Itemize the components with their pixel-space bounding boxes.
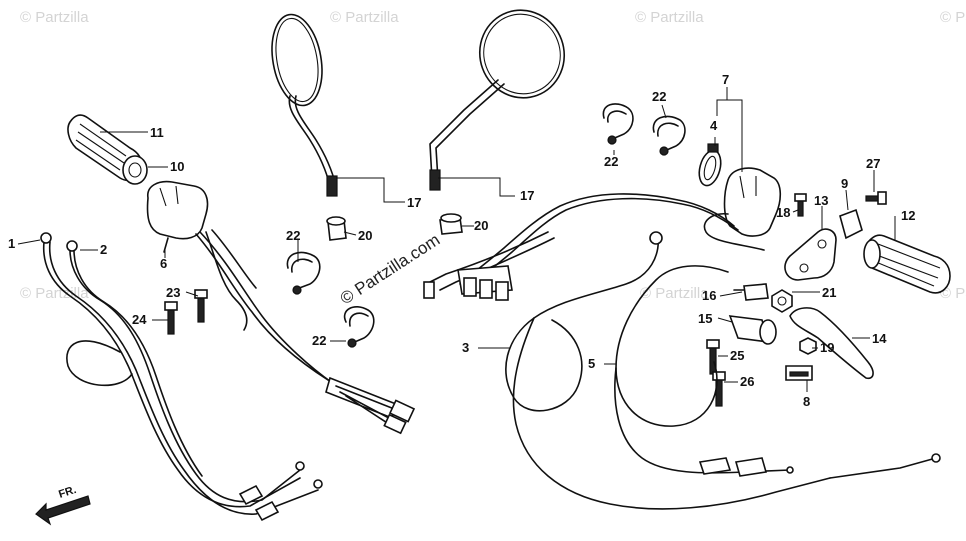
callout-4: 4 xyxy=(710,118,718,133)
callout-7: 7 xyxy=(722,72,729,87)
callout-18: 18 xyxy=(776,205,790,220)
left-switch-housing[interactable] xyxy=(146,180,209,253)
screw-25[interactable] xyxy=(706,339,720,375)
left-wiring-harness xyxy=(195,229,416,435)
callout-5: 5 xyxy=(588,356,595,371)
callout-17-right: 17 xyxy=(520,188,534,203)
watermark-text: © Partzilla xyxy=(940,285,966,302)
pivot-bolt-8[interactable] xyxy=(785,365,813,381)
callout-20-left: 20 xyxy=(358,228,372,243)
watermark-layer: © Partzilla © Partzilla © Partzilla © Pa… xyxy=(20,9,966,302)
brake-lever[interactable] xyxy=(789,307,874,380)
callout-21: 21 xyxy=(822,285,836,300)
screw-26[interactable] xyxy=(712,371,726,407)
right-mirror[interactable] xyxy=(429,0,577,191)
throttle-cables xyxy=(40,232,323,522)
callout-6: 6 xyxy=(160,256,167,271)
left-mirror[interactable] xyxy=(265,11,338,197)
cable-clamp-22d[interactable] xyxy=(652,115,686,156)
watermark-text: © Partzilla xyxy=(640,285,709,302)
leader-lines xyxy=(17,87,896,392)
switch-15[interactable] xyxy=(728,315,777,345)
callout-19: 19 xyxy=(820,340,834,355)
callout-11: 11 xyxy=(150,125,164,140)
callout-23: 23 xyxy=(166,285,180,300)
callout-25: 25 xyxy=(730,348,744,363)
switch-part-9[interactable] xyxy=(839,208,863,240)
callout-13: 13 xyxy=(814,193,828,208)
callout-2: 2 xyxy=(100,242,107,257)
screw-24[interactable] xyxy=(164,301,178,335)
lever-bracket[interactable] xyxy=(784,228,837,281)
nut-19[interactable] xyxy=(799,337,817,355)
callout-27: 27 xyxy=(866,156,880,171)
callout-12: 12 xyxy=(901,208,915,223)
callout-9: 9 xyxy=(841,176,848,191)
watermark-text: © Partzilla xyxy=(20,9,89,26)
watermark-text: © Partzilla xyxy=(330,9,399,26)
callout-10: 10 xyxy=(170,159,184,174)
callout-24: 24 xyxy=(132,312,147,327)
cable-clamp-22c[interactable] xyxy=(602,103,634,145)
callout-15: 15 xyxy=(698,311,712,326)
nut-21[interactable] xyxy=(771,289,793,313)
callout-20-right: 20 xyxy=(474,218,488,233)
screw-23[interactable] xyxy=(194,289,208,323)
switch-ring-4[interactable] xyxy=(696,143,725,188)
callout-22-c: 22 xyxy=(604,154,618,169)
callout-17-left: 17 xyxy=(407,195,421,210)
watermark-text: © Partzilla xyxy=(20,285,89,302)
callout-22-b: 22 xyxy=(312,333,326,348)
cable-clamp-22b[interactable] xyxy=(343,306,375,348)
callout-26: 26 xyxy=(740,374,754,389)
callout-8: 8 xyxy=(803,394,810,409)
callout-22-d: 22 xyxy=(652,89,666,104)
callout-numbers: 1 2 3 4 5 6 7 8 9 10 11 12 13 14 15 16 1… xyxy=(8,72,915,409)
right-wiring-and-cables xyxy=(423,193,941,510)
callout-3: 3 xyxy=(462,340,469,355)
callout-22-a: 22 xyxy=(286,228,300,243)
mirror-adapter-20a[interactable] xyxy=(326,216,347,241)
cable-clamp-22a[interactable] xyxy=(286,251,321,295)
callout-1: 1 xyxy=(8,236,15,251)
direction-label: FR. xyxy=(57,484,78,501)
screw-27[interactable] xyxy=(865,191,887,205)
watermark-text: © Partzilla xyxy=(940,9,966,26)
callout-16: 16 xyxy=(702,288,716,303)
right-grip[interactable] xyxy=(863,234,951,294)
stop-switch-16[interactable] xyxy=(733,283,769,301)
front-direction-arrow: FR. xyxy=(35,484,91,526)
callout-14: 14 xyxy=(872,331,887,346)
right-switch-housing[interactable] xyxy=(703,167,782,251)
bar-end-weight[interactable] xyxy=(122,155,148,185)
mirror-adapter-20b[interactable] xyxy=(439,213,463,235)
bolt-18[interactable] xyxy=(794,193,807,217)
watermark-text: © Partzilla xyxy=(635,9,704,26)
